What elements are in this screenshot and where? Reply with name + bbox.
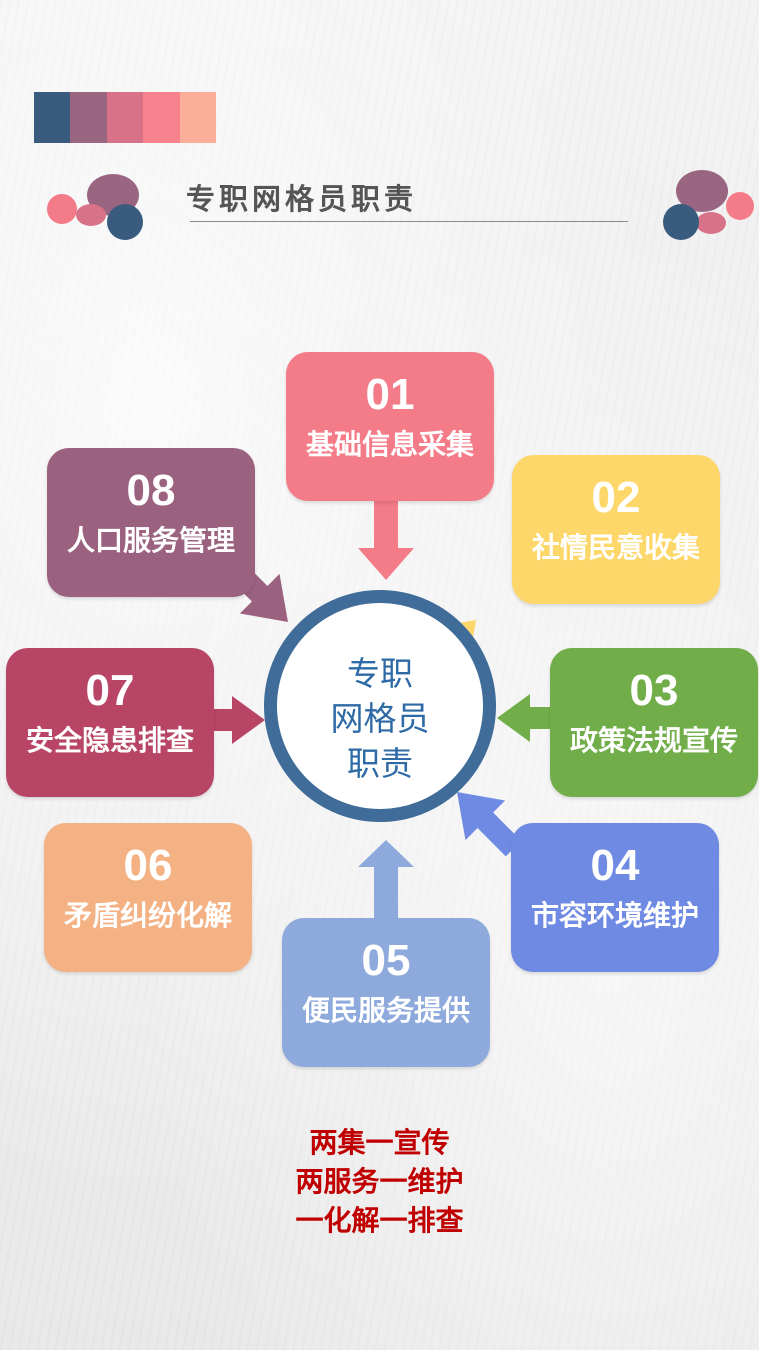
duty-label: 安全隐患排查 bbox=[25, 724, 194, 757]
duty-number: 03 bbox=[629, 666, 679, 715]
decorative-dot bbox=[696, 212, 726, 234]
duty-box-07: 07 安全隐患排查 bbox=[6, 648, 214, 797]
title-underline bbox=[190, 221, 628, 222]
center-title: 专职 网格员 职责 bbox=[277, 651, 483, 786]
arrow-04 bbox=[457, 792, 522, 857]
arrow-01 bbox=[358, 497, 414, 580]
palette-swatch bbox=[106, 92, 144, 143]
arrow-07 bbox=[212, 696, 265, 744]
center-title-line: 网格员 bbox=[330, 699, 430, 738]
decorative-dot bbox=[663, 204, 699, 240]
decorative-dot bbox=[726, 192, 754, 220]
summary-line: 一化解一排查 bbox=[295, 1204, 464, 1237]
color-palette-strip bbox=[34, 92, 217, 143]
palette-swatch bbox=[70, 92, 107, 143]
center-circle: 专职 网格员 职责 bbox=[264, 590, 496, 822]
duty-label: 人口服务管理 bbox=[66, 524, 235, 557]
duty-label: 政策法规宣传 bbox=[569, 724, 738, 757]
page-title: 专职网格员职责 bbox=[186, 182, 418, 216]
decorative-dot bbox=[107, 204, 143, 240]
palette-swatch bbox=[34, 92, 71, 143]
arrow-05 bbox=[358, 840, 414, 918]
duty-label: 便民服务提供 bbox=[301, 994, 470, 1027]
duty-number: 01 bbox=[365, 370, 415, 419]
arrow-03 bbox=[497, 694, 551, 742]
duty-label: 矛盾纠纷化解 bbox=[63, 899, 232, 932]
duty-box-06: 06 矛盾纠纷化解 bbox=[44, 823, 252, 972]
duty-label: 基础信息采集 bbox=[305, 428, 474, 461]
summary-line: 两服务一维护 bbox=[295, 1165, 464, 1198]
duty-label: 社情民意收集 bbox=[531, 531, 700, 564]
decorative-dot bbox=[47, 194, 77, 224]
summary-line: 两集一宣传 bbox=[309, 1126, 450, 1159]
duty-box-08: 08 人口服务管理 bbox=[47, 448, 255, 597]
duty-box-02: 02 社情民意收集 bbox=[512, 455, 720, 604]
duty-box-03: 03 政策法规宣传 bbox=[550, 648, 758, 797]
duty-label: 市容环境维护 bbox=[530, 899, 699, 932]
decorative-dot bbox=[76, 204, 106, 226]
duty-box-01: 01 基础信息采集 bbox=[286, 352, 494, 501]
duty-number: 08 bbox=[126, 466, 176, 515]
duty-number: 06 bbox=[123, 841, 173, 890]
palette-swatch bbox=[179, 92, 217, 143]
duty-number: 04 bbox=[590, 841, 640, 890]
duty-box-05: 05 便民服务提供 bbox=[282, 918, 490, 1067]
duty-number: 05 bbox=[361, 936, 411, 985]
palette-swatch bbox=[143, 92, 180, 143]
summary-text: 两集一宣传 两服务一维护 一化解一排查 bbox=[0, 1123, 759, 1240]
center-title-line: 专职 bbox=[347, 654, 413, 693]
duty-number: 02 bbox=[591, 473, 641, 522]
duty-number: 07 bbox=[85, 666, 135, 715]
duty-box-04: 04 市容环境维护 bbox=[511, 823, 719, 972]
center-title-line: 职责 bbox=[347, 744, 413, 783]
left-decorative-dots bbox=[44, 172, 154, 244]
right-decorative-dots bbox=[660, 168, 759, 244]
